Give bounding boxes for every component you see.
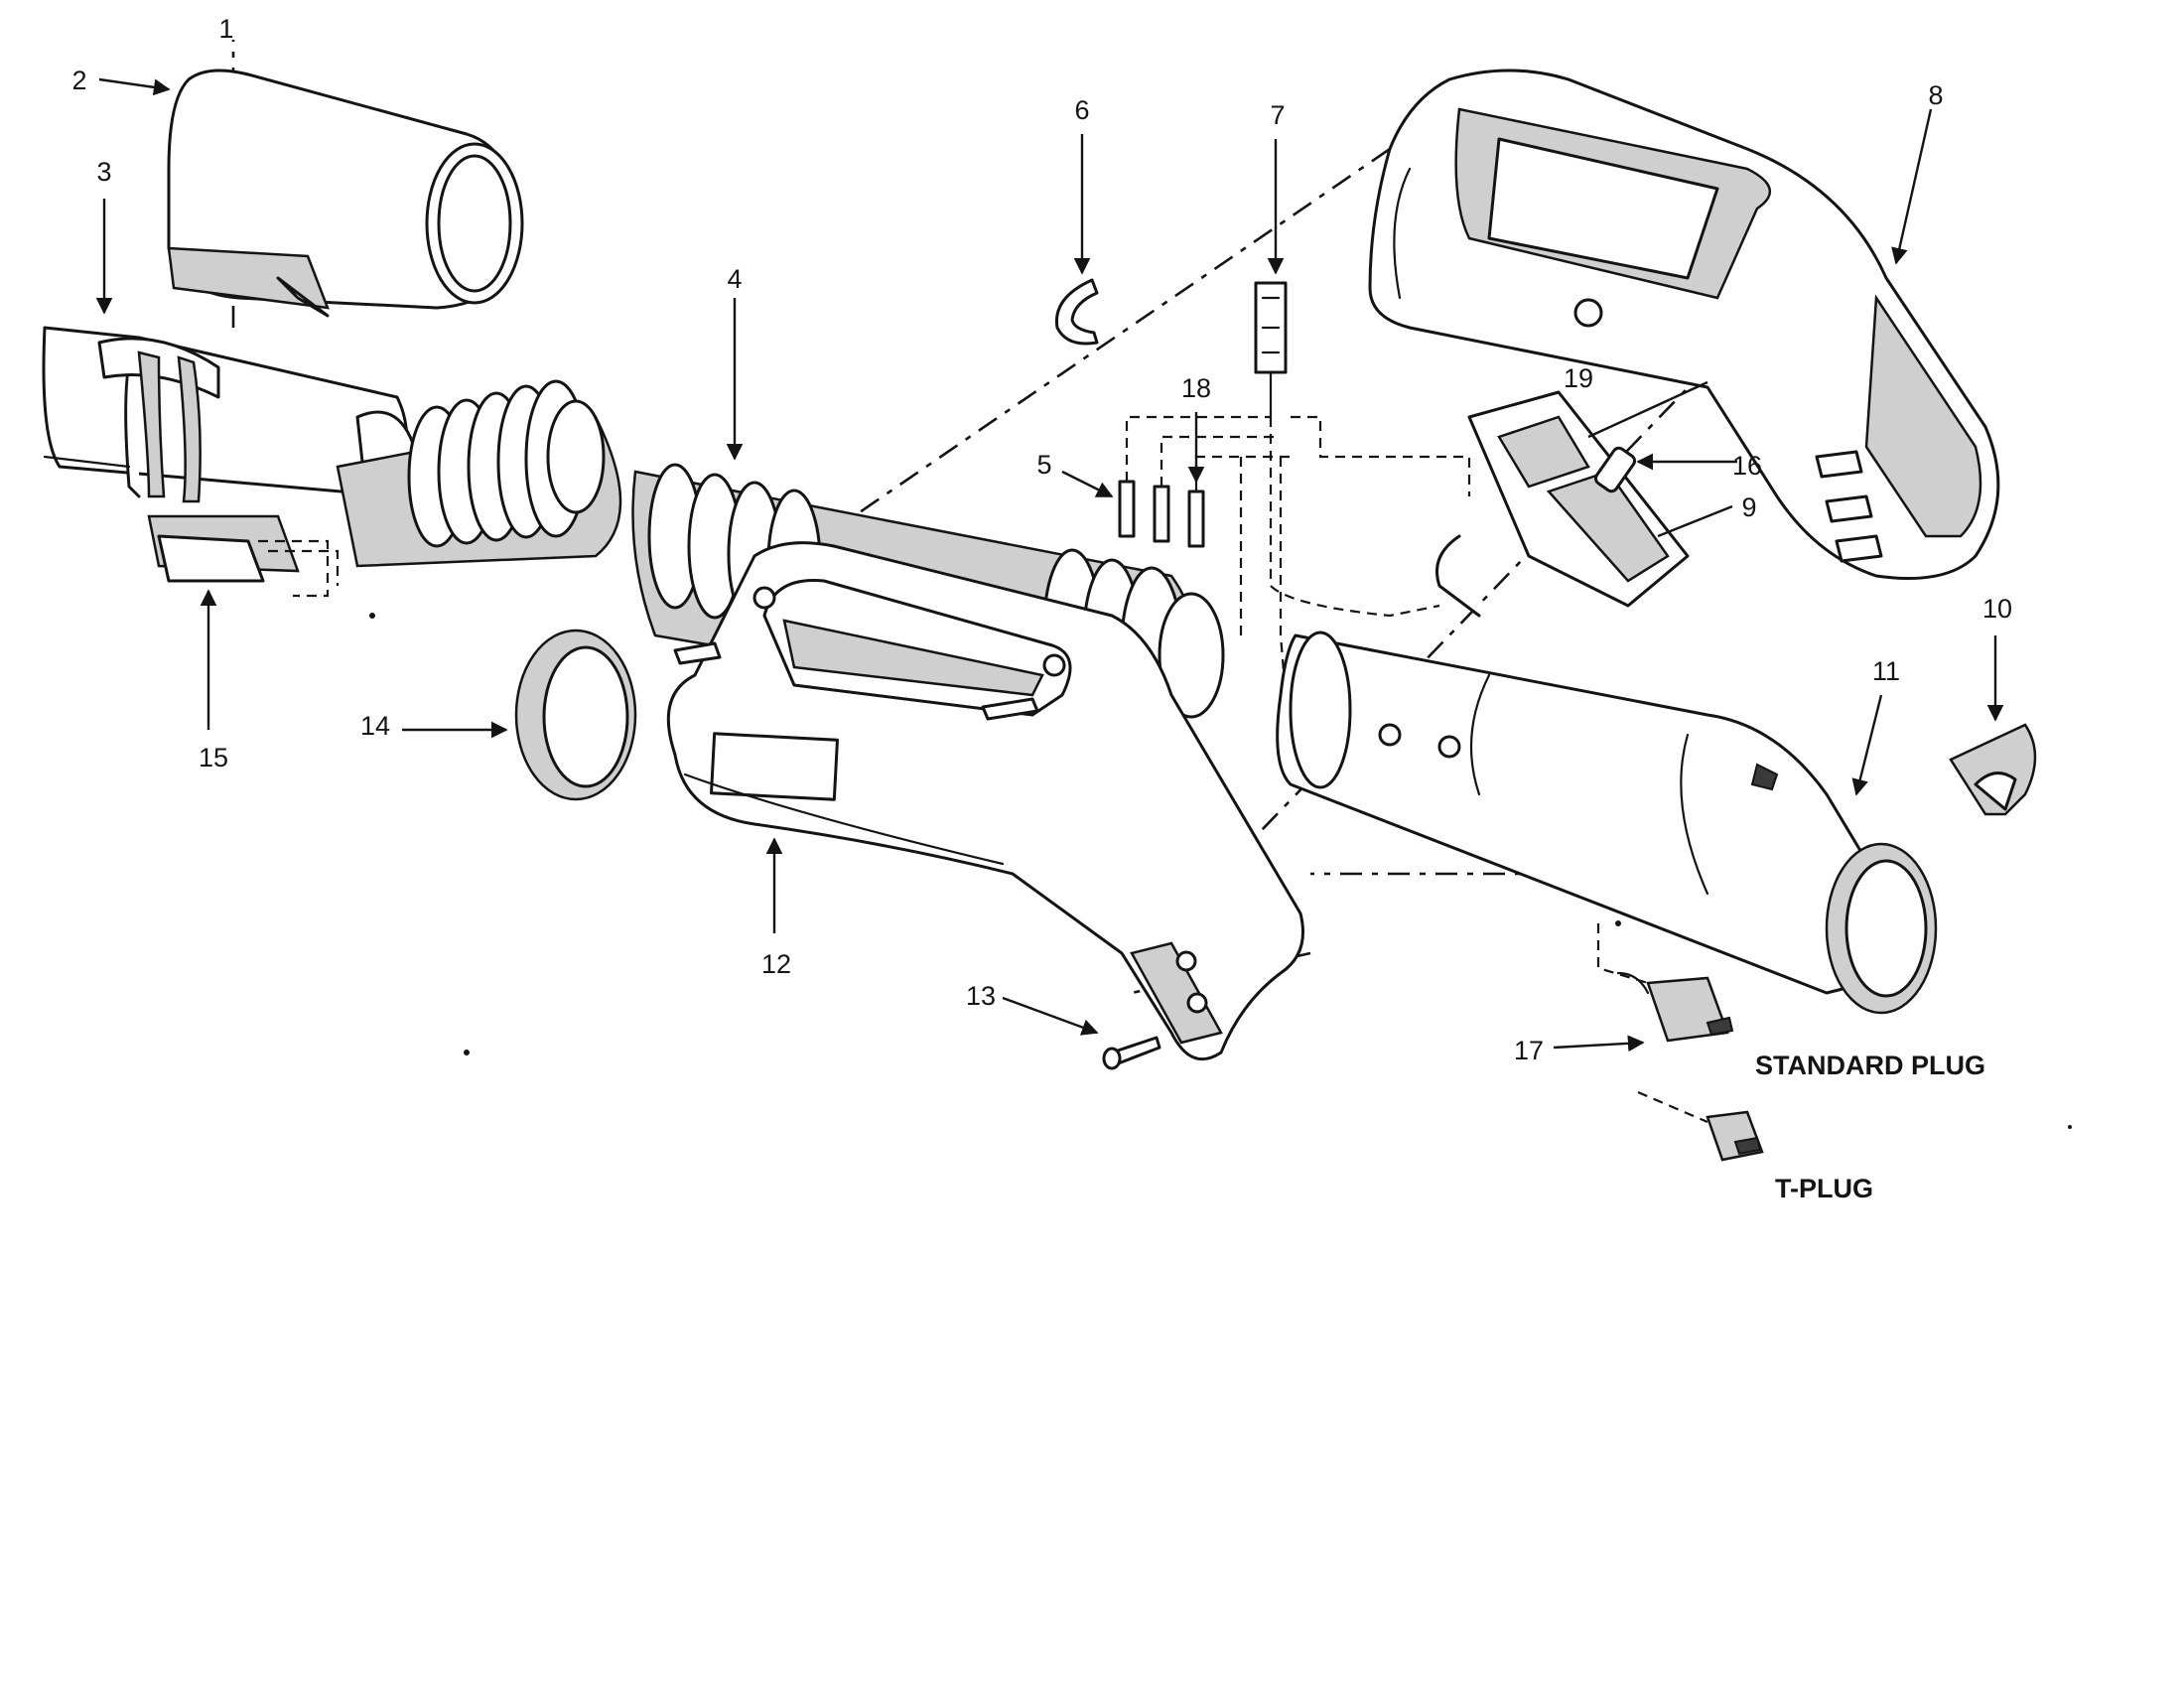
callout-1: 1 [218, 14, 233, 44]
part-2-cover [167, 69, 524, 318]
callout-2: 2 [71, 66, 86, 95]
callout-18: 18 [1181, 373, 1211, 403]
scan-specks [369, 613, 2072, 1129]
callout-17: 17 [1514, 1036, 1544, 1065]
part-7-terminal [1254, 281, 1288, 419]
t-plug-label: T-PLUG [1775, 1174, 1873, 1203]
callout-10: 10 [1982, 594, 2012, 624]
part-13-screw [1102, 1036, 1161, 1070]
part-15-switch-box [147, 514, 340, 598]
callout-14: 14 [360, 711, 390, 741]
callout-11: 11 [1872, 656, 1900, 686]
callout-16: 16 [1732, 451, 1762, 481]
callout-6: 6 [1074, 95, 1089, 125]
part-6-clip [1054, 278, 1099, 346]
callout-19: 19 [1564, 363, 1593, 393]
leader-lines [95, 77, 2004, 1052]
callout-7: 7 [1270, 100, 1285, 130]
hose-rings-left [407, 379, 606, 548]
part-9-switch-plate [1435, 390, 1690, 618]
part-17-standard-plug [1596, 923, 1734, 1043]
callout-numbers: 1 2 3 4 5 6 7 8 9 10 11 12 13 14 15 16 1… [71, 14, 2012, 1065]
part-12-handle-lower [666, 541, 1304, 1061]
callout-3: 3 [96, 157, 111, 187]
part-10-small-clip [1949, 723, 2037, 816]
callout-5: 5 [1036, 450, 1051, 480]
part-14-ring [514, 629, 637, 801]
callout-13: 13 [966, 981, 996, 1011]
part-17-t-plug [1637, 1090, 1764, 1162]
callout-8: 8 [1928, 80, 1943, 110]
callout-9: 9 [1741, 492, 1756, 522]
callout-15: 15 [199, 743, 228, 772]
part-11-nozzle [1276, 631, 1938, 1015]
standard-plug-label: STANDARD PLUG [1755, 1051, 1985, 1080]
part-8-handle-upper [1368, 69, 2000, 580]
callout-12: 12 [761, 949, 791, 979]
part-18-connectors [1118, 415, 1471, 756]
callout-4: 4 [727, 264, 742, 294]
part-16-button [1593, 446, 1637, 493]
plug-labels: STANDARD PLUG T-PLUG [1755, 1051, 1985, 1203]
